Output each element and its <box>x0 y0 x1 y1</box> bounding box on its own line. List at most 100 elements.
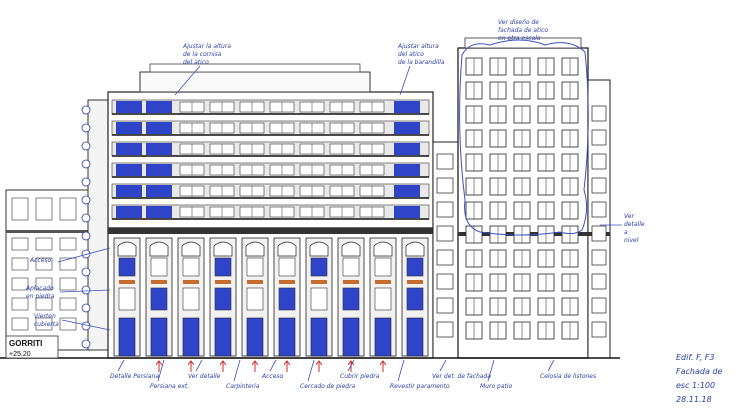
bottom-note: Persiana ext. <box>150 383 189 390</box>
arched-window <box>342 257 360 277</box>
svg-text:Ajustar la altura: Ajustar la altura <box>182 43 231 50</box>
arch-top <box>341 241 361 257</box>
shopfront <box>278 317 296 357</box>
shopfront <box>214 317 232 357</box>
tower-window <box>436 249 454 266</box>
entrance-arrow <box>283 360 291 372</box>
window <box>118 287 136 311</box>
entrance-arrow <box>251 360 259 372</box>
level-marker <box>81 231 91 241</box>
entrance-arrow <box>187 360 195 372</box>
window <box>246 287 264 311</box>
right-tower <box>432 37 611 359</box>
sheet-label-line1: Edif. F, F3 <box>676 353 714 362</box>
annotation-top-mid: Ajustar altura del atico de la barandill… <box>397 43 445 96</box>
leader-line <box>547 359 555 372</box>
tower-window <box>591 201 607 218</box>
left-neighbour-building <box>5 189 89 351</box>
glazed-window <box>116 164 142 176</box>
svg-text:detalle: detalle <box>624 221 645 228</box>
glazed-window <box>116 185 142 197</box>
arched-window <box>374 257 392 277</box>
bottom-note: Cercado de piedra <box>300 383 356 390</box>
bottom-note: Acceso <box>261 373 284 380</box>
level-marker <box>81 177 91 187</box>
neighbour-window <box>11 197 29 221</box>
street-label: GORRITI +25.20 <box>5 335 59 359</box>
level-marker <box>81 249 91 259</box>
leader-line <box>347 359 355 372</box>
street-name: GORRITI <box>9 339 42 348</box>
entrance-arrow <box>315 360 323 372</box>
level-marker <box>81 141 91 151</box>
tower-window <box>436 321 454 338</box>
window <box>182 287 200 311</box>
svg-text:Acceso: Acceso <box>29 257 52 264</box>
revision-cloud <box>459 39 589 236</box>
upper-block <box>107 63 434 229</box>
arch-top <box>117 241 137 257</box>
svg-text:del atico: del atico <box>183 59 209 66</box>
shopfront <box>150 317 168 357</box>
arch-top <box>277 241 297 257</box>
annotation-top-left: Ajustar la altura de la cornisa del atic… <box>174 43 231 96</box>
tower-window <box>591 129 607 146</box>
glazed-window <box>146 185 172 197</box>
leader-line <box>117 359 125 372</box>
glazed-window <box>146 143 172 155</box>
arched-window <box>150 257 168 277</box>
svg-text:del atico: del atico <box>398 51 424 58</box>
entrance-arrow <box>219 360 227 372</box>
tower-window <box>591 153 607 170</box>
sheet-label-line4: 28.11.18 <box>676 395 712 404</box>
arched-window <box>182 257 200 277</box>
leader-line <box>439 359 447 372</box>
glazed-window <box>116 101 142 113</box>
arched-window <box>406 257 424 277</box>
neighbour-window <box>59 277 77 291</box>
arch-top <box>405 241 425 257</box>
glazed-window <box>146 164 172 176</box>
leader-line <box>307 359 315 382</box>
level-markers <box>81 105 91 349</box>
tower-window <box>436 225 454 242</box>
window <box>406 287 424 311</box>
svg-text:Ajustar altura: Ajustar altura <box>397 43 439 50</box>
neighbour-window <box>11 317 29 331</box>
level-marker <box>81 159 91 169</box>
level-marker <box>81 213 91 223</box>
shop-band <box>151 280 167 284</box>
sheet-label: Edif. F, F3 Fachada de esc 1:100 28.11.1… <box>676 353 722 404</box>
sheet-label-line2: Fachada de <box>676 367 722 376</box>
neighbour-window <box>59 297 77 311</box>
tower-window <box>436 297 454 314</box>
leader-line <box>157 359 165 382</box>
neighbour-window <box>35 237 53 251</box>
shop-band <box>279 280 295 284</box>
arched-window <box>310 257 328 277</box>
leader-line <box>195 359 203 372</box>
shopfront <box>246 317 264 357</box>
arched-window <box>278 257 296 277</box>
level-marker <box>81 339 91 349</box>
window <box>278 287 296 311</box>
level-marker <box>81 267 91 277</box>
sheet-label-line3: esc 1:100 <box>676 381 715 390</box>
leader-line <box>397 359 405 382</box>
neighbour-window <box>35 277 53 291</box>
neighbour-window <box>59 257 77 271</box>
shopfront <box>406 317 424 357</box>
tower-window <box>591 273 607 290</box>
tower-window <box>591 297 607 314</box>
arch-top <box>373 241 393 257</box>
neighbour-window <box>11 257 29 271</box>
tower-window <box>591 321 607 338</box>
window <box>150 287 168 311</box>
svg-text:a: a <box>624 229 628 236</box>
glazed-window <box>146 206 172 218</box>
level-marker <box>81 321 91 331</box>
shop-band <box>119 280 135 284</box>
neighbour-window <box>11 297 29 311</box>
shop-band <box>375 280 391 284</box>
glazed-window <box>394 206 420 218</box>
